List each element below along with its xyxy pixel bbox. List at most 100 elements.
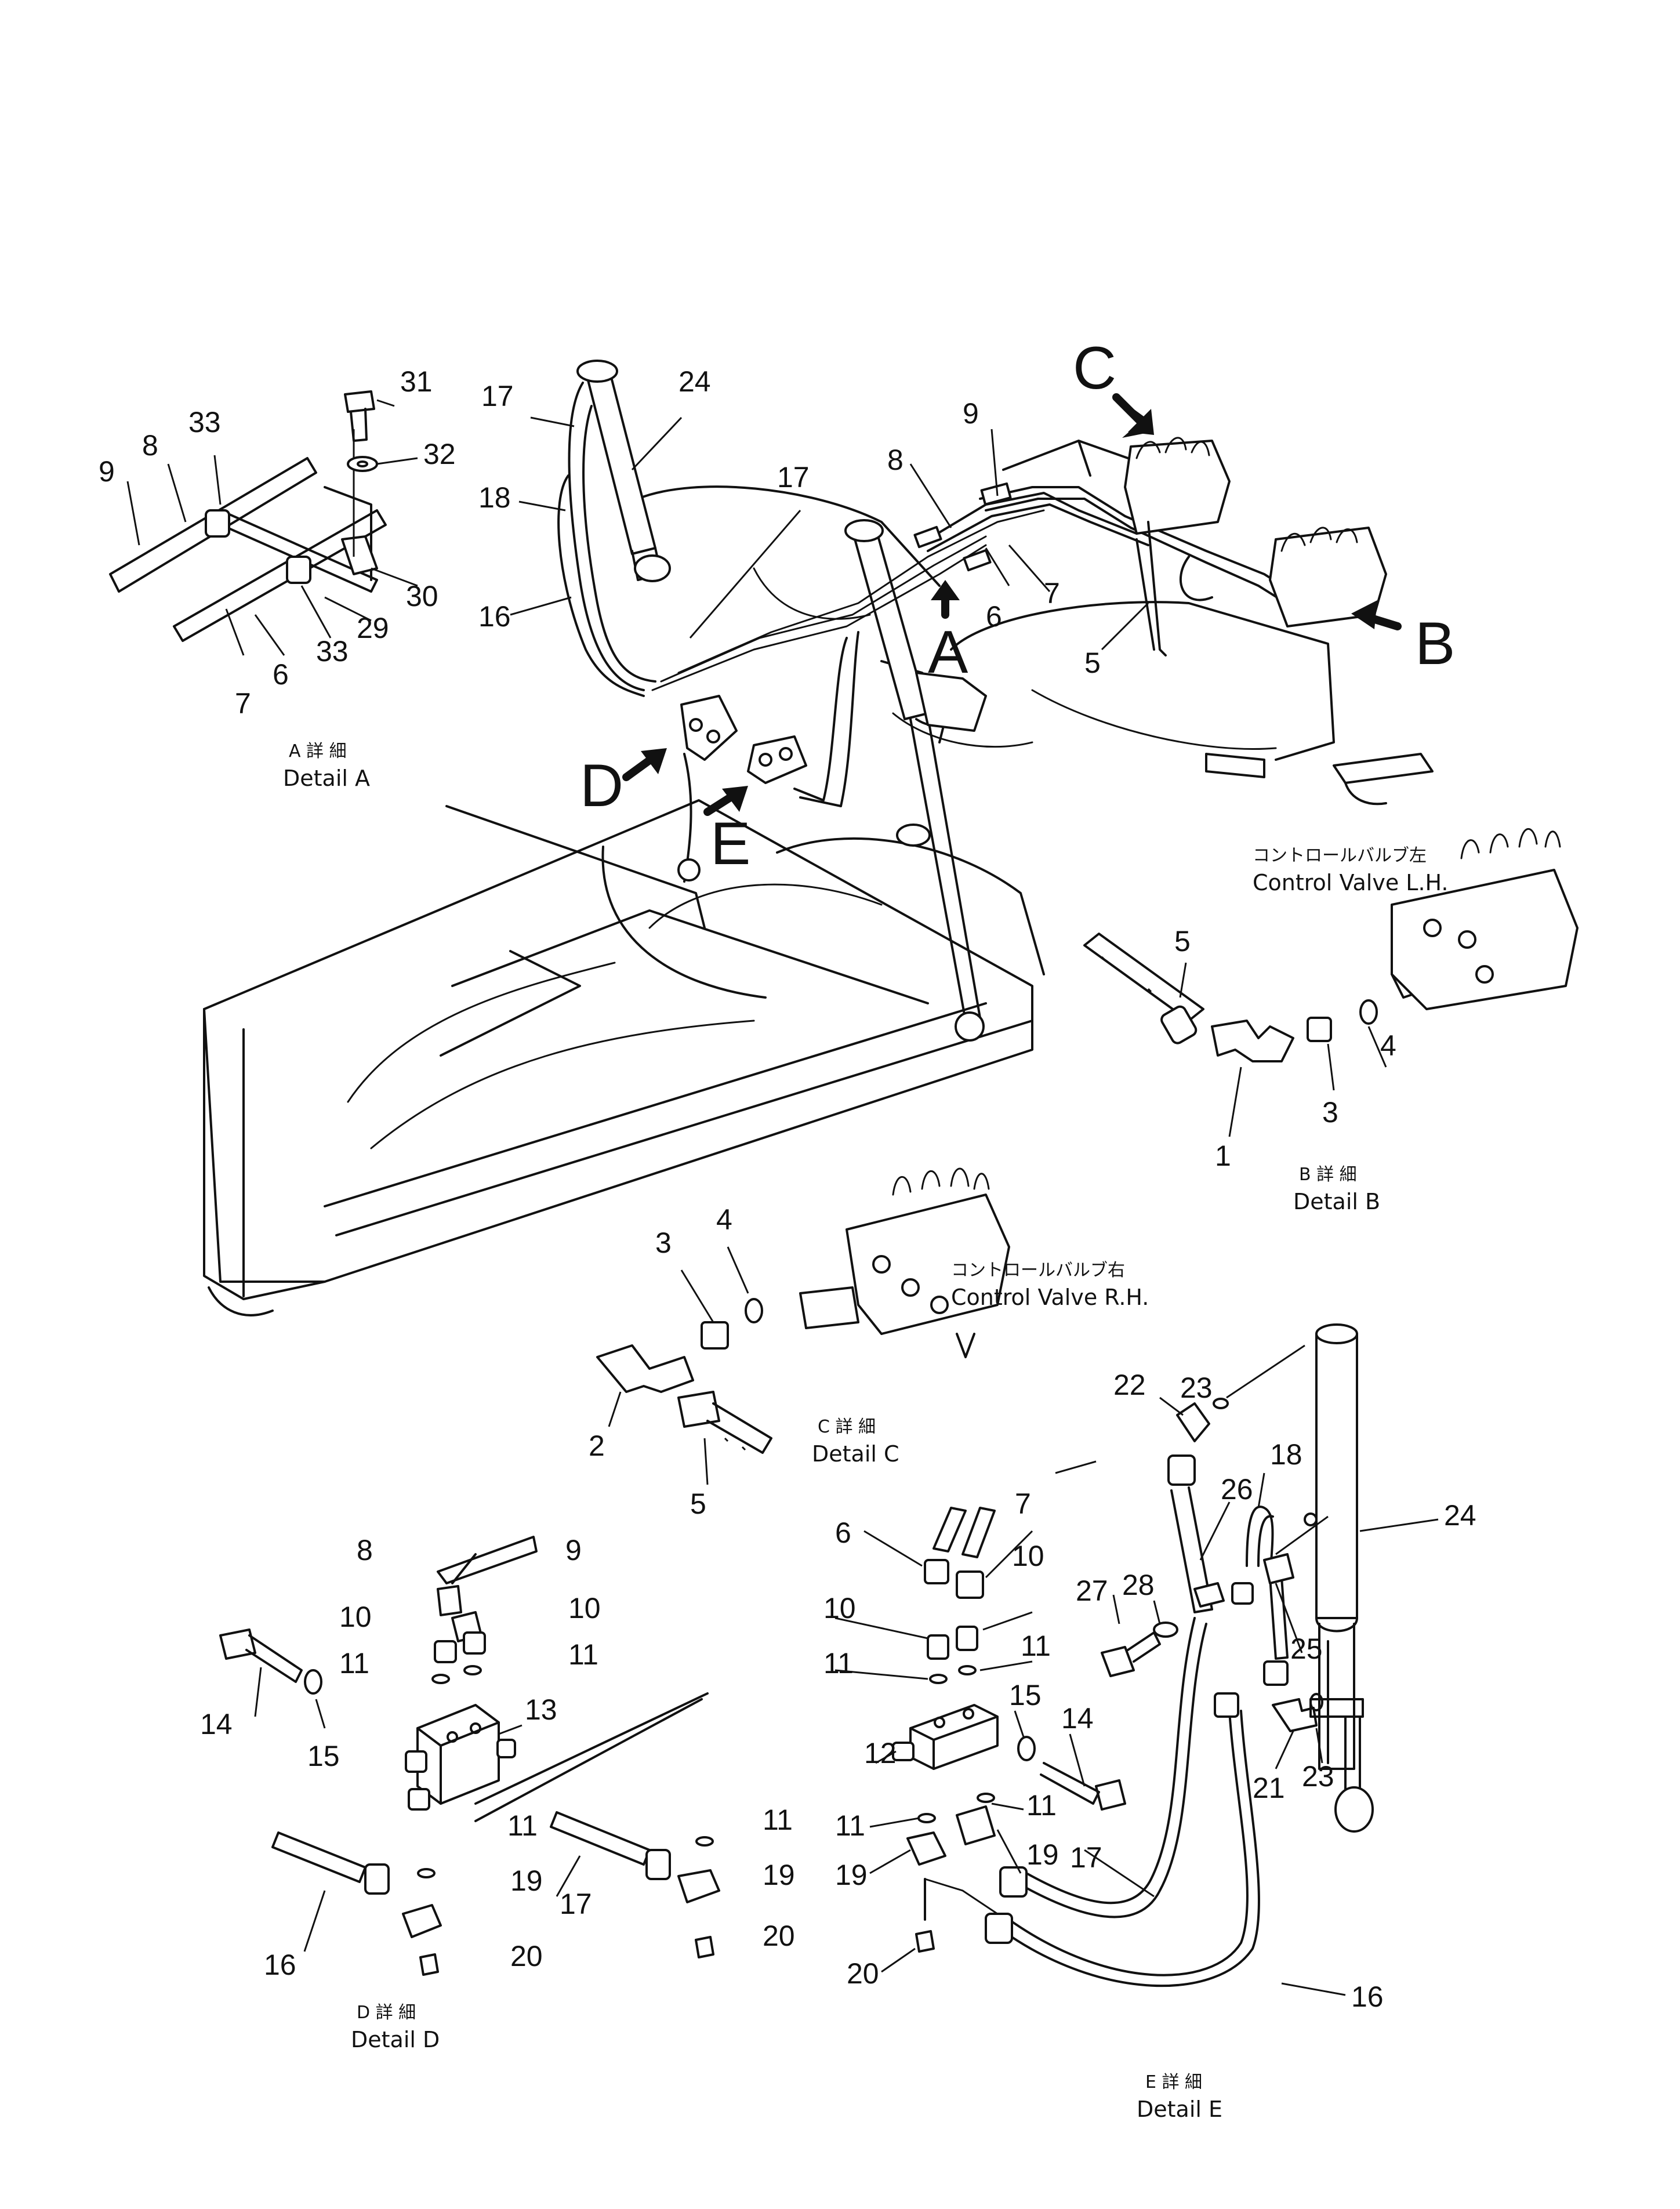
- part-label: 18: [478, 481, 511, 514]
- part-label: 9: [963, 397, 979, 430]
- control-valve-lh: [1391, 869, 1579, 1010]
- part-label: 15: [1009, 1679, 1042, 1711]
- part-label: 19: [835, 1859, 868, 1891]
- part-label: 15: [307, 1740, 340, 1772]
- part-label: 13: [525, 1693, 557, 1726]
- detail-e-jp: E 詳 細: [1145, 2072, 1202, 2092]
- bolt-14: [219, 1628, 256, 1660]
- valve-captions: コントロールバルブ左 Control Valve L.H. コントロールバルブ右…: [951, 846, 1449, 1310]
- callout-letters: C B A D E: [580, 335, 1455, 877]
- part-label: 10: [1012, 1540, 1044, 1572]
- part-label: 24: [678, 365, 711, 398]
- part-label: 28: [1122, 1569, 1155, 1601]
- detail-c-title: Detail C: [812, 1441, 899, 1467]
- part-label: 5: [690, 1488, 706, 1520]
- valve-lh-label: Control Valve L.H.: [1253, 870, 1449, 895]
- main-assembly: [203, 360, 1434, 1316]
- valve-13: [416, 1704, 500, 1805]
- part-label: 32: [423, 438, 456, 470]
- detail-d: [219, 1536, 720, 1976]
- part-label: 6: [986, 600, 1002, 633]
- part-label: 16: [478, 600, 511, 633]
- part-label: 11: [835, 1809, 865, 1842]
- part-label: 30: [406, 580, 438, 612]
- part-label: 24: [1444, 1499, 1476, 1532]
- part-label: 33: [316, 635, 349, 668]
- detail-e: [834, 1323, 1439, 1996]
- part-label: 26: [1221, 1473, 1253, 1506]
- elbow-fitting-1: [1211, 1020, 1294, 1062]
- part-label: 17: [481, 380, 514, 412]
- part-label: 33: [188, 406, 221, 438]
- callout-e: E: [710, 810, 750, 877]
- part-label: 10: [339, 1601, 372, 1633]
- part-label: 8: [357, 1534, 373, 1566]
- part-label: 14: [200, 1708, 233, 1740]
- part-label: 17: [1070, 1841, 1102, 1874]
- callout-arrow-b: [1351, 600, 1402, 630]
- part-label: 11: [507, 1809, 538, 1842]
- elbow-fitting-2: [596, 1344, 694, 1393]
- part-label: 7: [1044, 577, 1060, 610]
- part-label: 17: [560, 1888, 592, 1920]
- detail-a-title: Detail A: [283, 766, 370, 791]
- control-valve-rh: [846, 1194, 1010, 1335]
- valve-rh-label: Control Valve R.H.: [951, 1285, 1149, 1310]
- callout-c: C: [1073, 335, 1116, 402]
- part-label: 20: [763, 1920, 795, 1952]
- callout-arrow-d: [622, 748, 667, 781]
- detail-b-title: Detail B: [1293, 1189, 1380, 1214]
- part-label: 8: [142, 429, 158, 462]
- part-label: 10: [823, 1592, 856, 1624]
- part-label: 4: [1380, 1029, 1396, 1062]
- detail-b-jp: B 詳 細: [1299, 1165, 1357, 1185]
- bolt-31: [344, 390, 375, 413]
- part-label: 12: [864, 1737, 897, 1769]
- callout-b: B: [1415, 610, 1455, 677]
- detail-a-jp: A 詳 細: [289, 741, 347, 761]
- bolt-14-e: [1095, 1779, 1126, 1811]
- part-label: 21: [1253, 1772, 1285, 1804]
- part-label: 5: [1084, 647, 1101, 679]
- detail-d-jp: D 詳 細: [357, 2003, 416, 2023]
- part-label: 3: [655, 1227, 672, 1259]
- part-label: 22: [1113, 1369, 1146, 1401]
- valve-lh-jp: コントロールバルブ左: [1253, 846, 1427, 866]
- boom-body: [203, 799, 1033, 1283]
- lift-cylinder-left: [585, 367, 656, 555]
- bolt-27: [1101, 1646, 1135, 1677]
- part-label: 7: [235, 687, 251, 720]
- part-label: 19: [510, 1865, 543, 1897]
- part-label: 23: [1302, 1760, 1334, 1793]
- part-label: 25: [1290, 1633, 1323, 1665]
- detail-c: [596, 1167, 1010, 1485]
- part-label: 19: [1026, 1838, 1059, 1871]
- part-label: 17: [777, 461, 810, 494]
- part-label: 4: [716, 1203, 732, 1236]
- detail-a: [109, 390, 418, 656]
- detail-captions: A 詳 細 Detail A B 詳 細 Detail B C 詳 細 Deta…: [283, 741, 1380, 2122]
- part-label: 11: [568, 1638, 598, 1671]
- part-number-labels: 31 32 33 9 8 30 29 33 7 6 17 24 18 16 17…: [99, 365, 1476, 2013]
- part-label: 6: [835, 1517, 851, 1549]
- callout-d: D: [580, 752, 623, 819]
- detail-b: [1083, 828, 1579, 1137]
- callout-arrow-e: [703, 786, 748, 816]
- part-label: 10: [568, 1592, 601, 1624]
- valve-block-d: [680, 695, 738, 761]
- lift-cylinder-right: [851, 527, 929, 720]
- part-label: 11: [1021, 1630, 1051, 1662]
- valve-rh-jp: コントロールバルブ右: [951, 1260, 1125, 1281]
- callout-a: A: [928, 619, 968, 686]
- valve-block-e: [747, 735, 807, 784]
- part-label: 5: [1174, 925, 1191, 957]
- valve-12: [909, 1704, 999, 1770]
- part-label: 9: [565, 1534, 582, 1566]
- part-label: 18: [1270, 1438, 1302, 1471]
- part-label: 14: [1061, 1702, 1094, 1735]
- part-label: 16: [264, 1949, 296, 1981]
- part-label: 6: [273, 658, 289, 691]
- part-label: 3: [1322, 1096, 1338, 1129]
- part-label: 11: [1026, 1789, 1057, 1822]
